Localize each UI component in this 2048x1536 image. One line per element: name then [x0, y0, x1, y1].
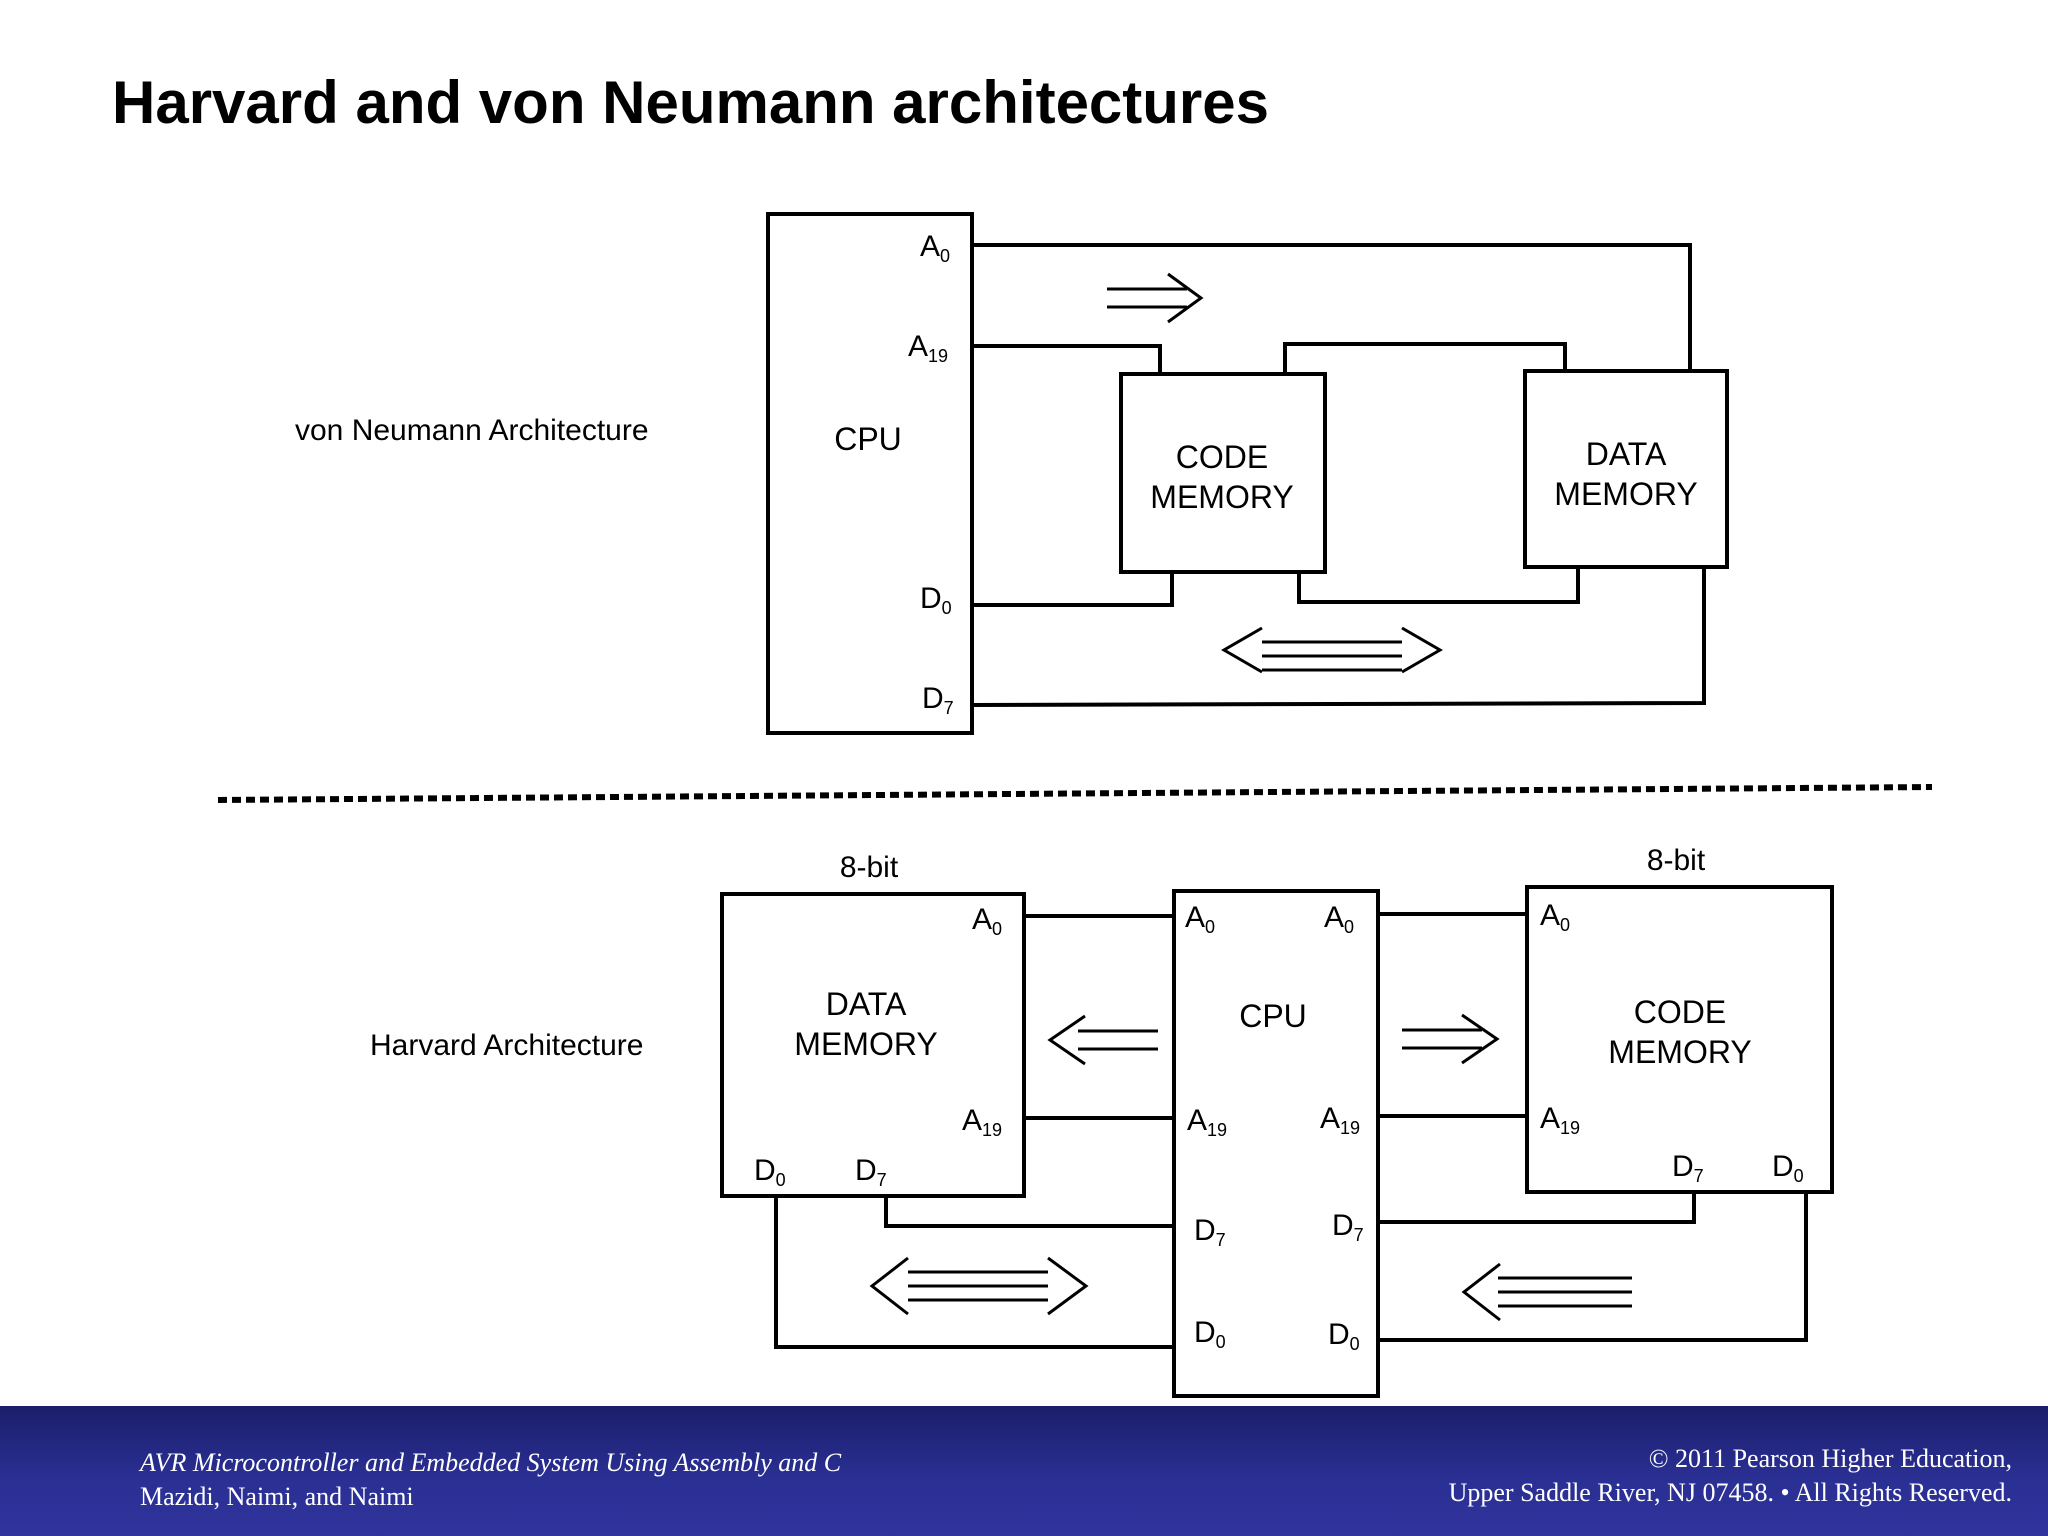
hv-cpu-pin-a19-right: A19 — [1320, 1102, 1360, 1138]
hv-cm-pin-a19: A19 — [1540, 1102, 1580, 1138]
hv-cm-pin-a0: A0 — [1540, 899, 1570, 935]
hv-cm-address-arrow-icon — [1402, 1013, 1500, 1065]
vn-pin-d7: D7 — [922, 682, 954, 718]
harvard-label: Harvard Architecture — [370, 1029, 643, 1062]
hv-dm-data-arrow-icon — [869, 1256, 1089, 1316]
hv-data-memory-line2: MEMORY — [794, 1026, 937, 1062]
vn-address-arrow-icon — [1107, 272, 1204, 324]
harvard-code-width: 8-bit — [1647, 844, 1706, 877]
vn-cpu-box — [766, 212, 974, 735]
section-divider — [217, 784, 1933, 803]
hv-cm-data-d0 — [1378, 1192, 1808, 1342]
von-neumann-label: von Neumann Architecture — [295, 414, 649, 447]
hv-cpu-pin-a19-left: A19 — [1187, 1104, 1227, 1140]
vn-pin-a0: A0 — [920, 230, 950, 266]
vn-address-bus-a0 — [972, 243, 1692, 371]
vn-address-bus-a19 — [972, 344, 1162, 374]
vn-data-memory-line1: DATA — [1586, 436, 1667, 472]
hv-cpu-pin-d0-left: D0 — [1194, 1316, 1226, 1352]
hv-code-memory-line2: MEMORY — [1608, 1034, 1751, 1070]
vn-cpu-label: CPU — [834, 421, 902, 457]
vn-data-memory-line2: MEMORY — [1554, 476, 1697, 512]
hv-dm-data-d7 — [884, 1196, 1174, 1228]
vn-pin-d0: D0 — [920, 582, 952, 618]
hv-data-memory-box — [720, 892, 1026, 1198]
vn-data-arrow-icon — [1221, 626, 1443, 674]
hv-dm-pin-d0: D0 — [754, 1154, 786, 1190]
hv-cpu-pin-d7-right: D7 — [1332, 1209, 1364, 1245]
harvard-data-width: 8-bit — [840, 851, 899, 884]
hv-cm-data-d7 — [1378, 1192, 1696, 1224]
vn-code-memory-line1: CODE — [1176, 439, 1268, 475]
vn-code-memory-box — [1119, 372, 1327, 574]
hv-cm-pin-d0: D0 — [1772, 1150, 1804, 1186]
hv-dm-data-d0 — [774, 1196, 1174, 1349]
hv-cpu-label: CPU — [1239, 998, 1307, 1034]
hv-cm-pin-d7: D7 — [1672, 1150, 1704, 1186]
footer-bar: AVR Microcontroller and Embedded System … — [0, 1406, 2048, 1536]
hv-cpu-box — [1172, 889, 1380, 1398]
hv-cpu-pin-d0-right: D0 — [1328, 1318, 1360, 1354]
footer-copyright-line1: © 2011 Pearson Higher Education, — [1648, 1444, 2012, 1473]
hv-code-memory-line1: CODE — [1634, 994, 1726, 1030]
hv-data-memory-line1: DATA — [826, 986, 907, 1022]
hv-dm-pin-d7: D7 — [855, 1154, 887, 1190]
vn-pin-a19: A19 — [908, 330, 948, 366]
vn-data-memory-box — [1523, 369, 1729, 569]
footer-authors: Mazidi, Naimi, and Naimi — [140, 1482, 414, 1511]
vn-data-bus-d7 — [971, 567, 1706, 707]
slide-title: Harvard and von Neumann architectures — [112, 69, 1270, 136]
hv-dm-pin-a19: A19 — [962, 1104, 1002, 1140]
hv-cm-data-arrow-icon — [1461, 1262, 1632, 1322]
hv-dm-pin-a0: A0 — [972, 903, 1002, 939]
footer-copyright-line2: Upper Saddle River, NJ 07458. • All Righ… — [1448, 1478, 2012, 1507]
vn-code-memory-line2: MEMORY — [1150, 479, 1293, 515]
footer-book-title: AVR Microcontroller and Embedded System … — [140, 1448, 842, 1477]
hv-cpu-pin-d7-left: D7 — [1194, 1214, 1226, 1250]
hv-cpu-pin-a0-right: A0 — [1324, 901, 1354, 937]
hv-code-memory-box — [1525, 885, 1834, 1194]
vn-address-bus-link — [1283, 342, 1567, 374]
vn-data-bus-link — [1297, 567, 1580, 604]
vn-data-bus-d0 — [972, 572, 1174, 607]
architecture-diagram: von Neumann Architecture CPU CODE MEMORY… — [217, 212, 1933, 1398]
hv-cpu-pin-a0-left: A0 — [1185, 901, 1215, 937]
hv-dm-address-arrow-icon — [1047, 1014, 1158, 1066]
